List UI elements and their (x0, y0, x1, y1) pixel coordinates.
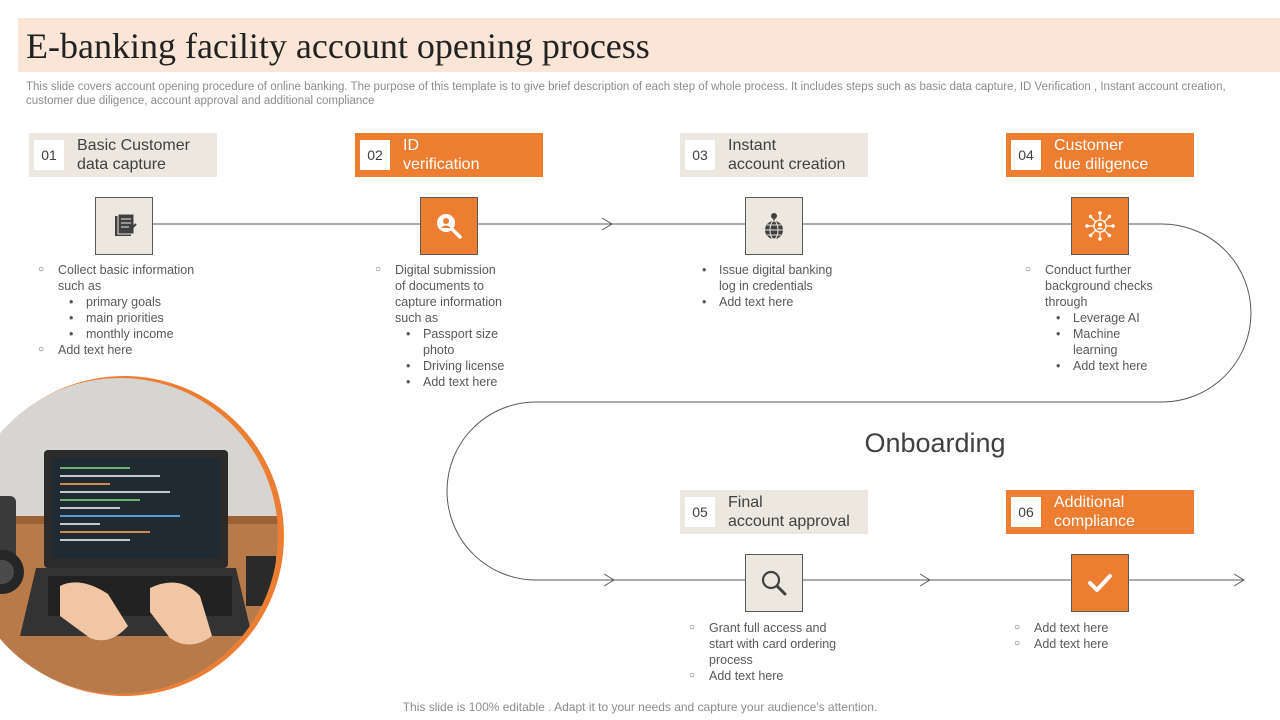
detail-item: main priorities (67, 310, 238, 326)
detail-item: Add text here (1014, 620, 1214, 636)
document-icon (115, 213, 137, 236)
step-icon-box-05 (745, 554, 803, 612)
step-label-02: 02 ID verification (355, 133, 543, 177)
detail-item: Collect basic information such as (38, 262, 238, 294)
detail-item: Passport size photo (404, 326, 575, 358)
step-details-02: Digital submission of documents to captu… (375, 262, 575, 390)
network-person-icon (1085, 211, 1115, 241)
step-number: 06 (1011, 497, 1041, 527)
step-icon-box-03 (745, 197, 803, 255)
detail-item: Add text here (689, 668, 889, 684)
step-number: 01 (34, 140, 64, 170)
globe-pin-icon (765, 213, 783, 240)
step-icon-box-06 (1071, 554, 1129, 612)
checkmark-icon (1088, 574, 1112, 592)
laptop-photo (0, 376, 284, 696)
arrow-head (1233, 573, 1245, 587)
detail-item: Add text here (38, 342, 238, 358)
step-title: Basic Customer data capture (77, 137, 190, 173)
step-title: Customer due diligence (1054, 137, 1149, 173)
step-label-06: 06 Additional compliance (1006, 490, 1194, 534)
detail-item: Digital submission of documents to captu… (375, 262, 575, 326)
flow-curve-left (446, 401, 537, 581)
footer-note: This slide is 100% editable . Adapt it t… (402, 700, 878, 714)
step-label-04: 04 Customer due diligence (1006, 133, 1194, 177)
step-icon-box-01 (95, 197, 153, 255)
page-subtitle: This slide covers account opening proced… (26, 81, 1226, 107)
step-title: Instant account creation (728, 137, 846, 173)
step-title: ID verification (403, 137, 480, 173)
title-bar (18, 18, 1280, 72)
flow-curve-right (1161, 223, 1252, 403)
step-details-06: Add text hereAdd text here (1014, 620, 1214, 652)
step-details-05: Grant full access and start with card or… (689, 620, 889, 684)
detail-item: Leverage AI (1054, 310, 1225, 326)
step-icon-box-04 (1071, 197, 1129, 255)
detail-item: monthly income (67, 326, 238, 342)
detail-item: Add text here (404, 374, 575, 390)
step-details-01: Collect basic information such asprimary… (38, 262, 238, 358)
step-label-01: 01 Basic Customer data capture (29, 133, 217, 177)
step-number: 05 (685, 497, 715, 527)
arrow-head (601, 217, 613, 231)
detail-item: Add text here (700, 294, 900, 310)
step-details-03: Issue digital banking log in credentials… (700, 262, 900, 310)
detail-item: Add text here (1054, 358, 1225, 374)
magnifier-icon (761, 570, 787, 596)
step-number: 04 (1011, 140, 1041, 170)
step-label-05: 05 Final account approval (680, 490, 868, 534)
detail-item: Grant full access and start with card or… (689, 620, 889, 668)
step-number: 03 (685, 140, 715, 170)
arrow-head (919, 573, 931, 587)
step-number: 02 (360, 140, 390, 170)
arrow-head (603, 573, 615, 587)
detail-item: Add text here (1014, 636, 1214, 652)
onboarding-label: Onboarding (864, 428, 1006, 458)
detail-item: primary goals (67, 294, 238, 310)
step-title: Additional compliance (1054, 494, 1135, 530)
page-title: E-banking facility account opening proce… (26, 26, 650, 66)
step-icon-box-02 (420, 197, 478, 255)
detail-item: Issue digital banking log in credentials (700, 262, 900, 294)
detail-item: Conduct further background checks throug… (1025, 262, 1225, 310)
step-title: Final account approval (728, 494, 850, 530)
detail-item: Machine learning (1054, 326, 1225, 358)
detail-item: Driving license (404, 358, 575, 374)
search-person-icon (437, 214, 462, 239)
step-details-04: Conduct further background checks throug… (1025, 262, 1225, 374)
step-label-03: 03 Instant account creation (680, 133, 868, 177)
